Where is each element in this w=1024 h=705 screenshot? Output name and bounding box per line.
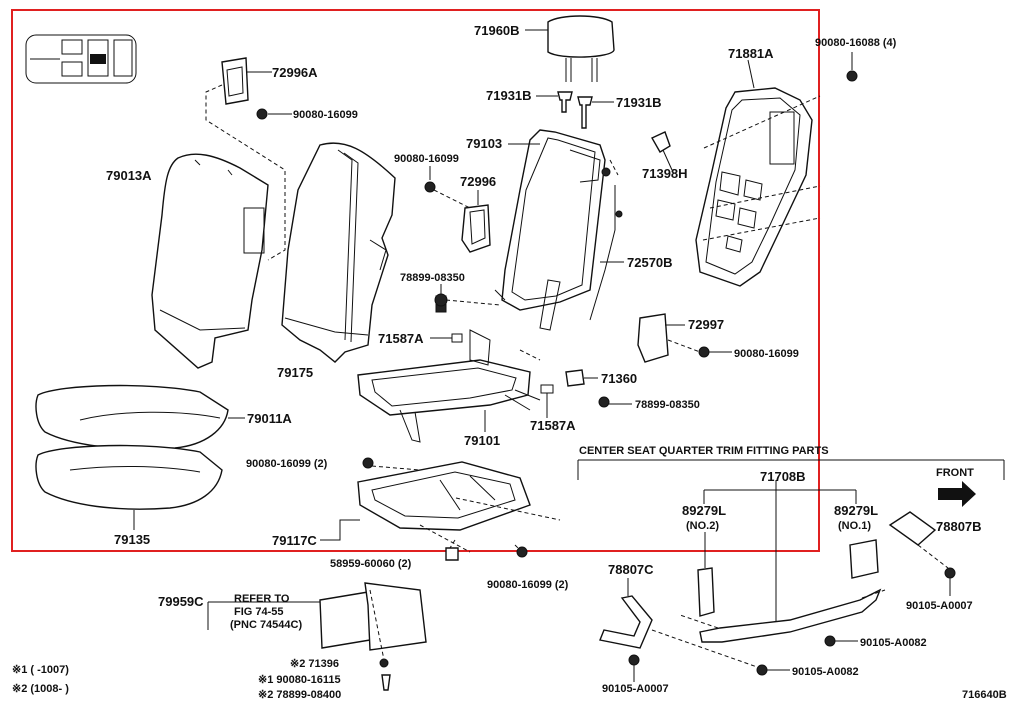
section-title: CENTER SEAT QUARTER TRIM FITTING PARTS <box>579 445 829 457</box>
cover-72996a-part <box>221 57 249 105</box>
label-clip-top-right: 90080-16088 (4) <box>815 37 897 49</box>
label-bolt-low: 78899-08350 <box>635 399 700 411</box>
label-clip-right: 89279L <box>834 503 878 518</box>
label-cushion-frame: 79101 <box>464 433 500 448</box>
label-clip-left: 89279L <box>682 503 726 518</box>
legend-1: ※1 ( -1007) <box>12 664 69 676</box>
label-screw-base: 90080-16099 (2) <box>246 458 328 470</box>
label-guide-right: 71931B <box>616 95 662 110</box>
seatback-cover-part <box>151 153 269 369</box>
label-screw-top: 90080-16099 <box>293 109 358 121</box>
cushion-cover-part <box>35 384 229 450</box>
label-screw-base2: 90080-16099 (2) <box>487 579 569 591</box>
label-trim-assy: 71708B <box>760 469 806 484</box>
label-frame: 79103 <box>466 136 502 151</box>
label-panel: 79959C <box>158 594 204 609</box>
legend-2: ※2 (1008- ) <box>12 683 69 695</box>
headrest-guides <box>557 91 593 129</box>
label-base-frame: 79117C <box>272 533 317 548</box>
seatback-pad-part <box>281 142 396 363</box>
label-screw-lock: 90080-16099 <box>734 348 799 360</box>
panel-part <box>319 582 427 666</box>
seat-position-icon <box>25 34 137 84</box>
label-bracket-left: 71587A <box>378 331 424 346</box>
cover-72996-part <box>461 204 491 253</box>
label-refer-1: REFER TO <box>234 593 290 605</box>
label-seatback-cover: 79013A <box>106 168 152 183</box>
figure-id: 716640B <box>962 689 1007 701</box>
seatback-frame-part <box>494 129 606 331</box>
label-lock-cover: 72997 <box>688 317 724 332</box>
front-arrow-icon <box>938 481 976 507</box>
base-frame-part <box>357 461 531 531</box>
label-bolt-l: 90105-A0007 <box>602 683 669 695</box>
label-refer-3: (PNC 74544C) <box>230 619 302 631</box>
label-bolt-r1: 90105-A0007 <box>906 600 973 612</box>
headrest-part <box>547 15 615 82</box>
label-clip-left-note: (NO.2) <box>686 520 719 532</box>
label-cover-top: 72996A <box>272 65 318 80</box>
label-note2-part-b: ※2 78899-08400 <box>258 689 341 701</box>
trim-rail-part <box>679 588 886 643</box>
label-screw-mid: 90080-16099 <box>394 153 459 165</box>
label-grommet: 58959-60060 (2) <box>330 558 412 570</box>
label-stopper: 71360 <box>601 371 637 386</box>
label-refer-2: FIG 74-55 <box>234 606 284 618</box>
bracket-78807c-part <box>599 595 653 649</box>
label-guide-left: 71931B <box>486 88 532 103</box>
label-note2-part: ※2 71396 <box>290 658 339 670</box>
label-note1-part: ※1 90080-16115 <box>258 674 341 686</box>
label-headrest: 71960B <box>474 23 520 38</box>
label-clip-right-note: (NO.1) <box>838 520 871 532</box>
back-cover-part <box>695 87 813 287</box>
label-cover-mid: 72996 <box>460 174 496 189</box>
label-bracket-front-right: 78807B <box>936 519 982 534</box>
lock-cover-part <box>637 313 669 363</box>
label-bracket-front-left: 78807C <box>608 562 654 577</box>
clip-no1-part <box>849 539 879 579</box>
label-bolt-r3: 90105-A0082 <box>792 666 859 678</box>
label-seatback-pad: 79175 <box>277 365 313 380</box>
label-bracket-right: 71587A <box>530 418 576 433</box>
label-cushion-pad: 79135 <box>114 532 150 547</box>
label-back-cover: 71881A <box>728 46 774 61</box>
label-cushion-cover: 79011A <box>247 411 292 426</box>
label-lock-cable: 72570B <box>627 255 673 270</box>
bolt-left-part <box>434 293 448 313</box>
label-bolt-r2: 90105-A0082 <box>860 637 927 649</box>
label-bolt-mid: 78899-08350 <box>400 272 465 284</box>
highlight-frame <box>11 9 820 552</box>
clip-no2-part <box>697 567 715 617</box>
cushion-pad-part <box>35 444 223 510</box>
label-hinge: 71398H <box>642 166 688 181</box>
label-front: FRONT <box>936 467 974 479</box>
cushion-frame-part <box>357 329 541 443</box>
